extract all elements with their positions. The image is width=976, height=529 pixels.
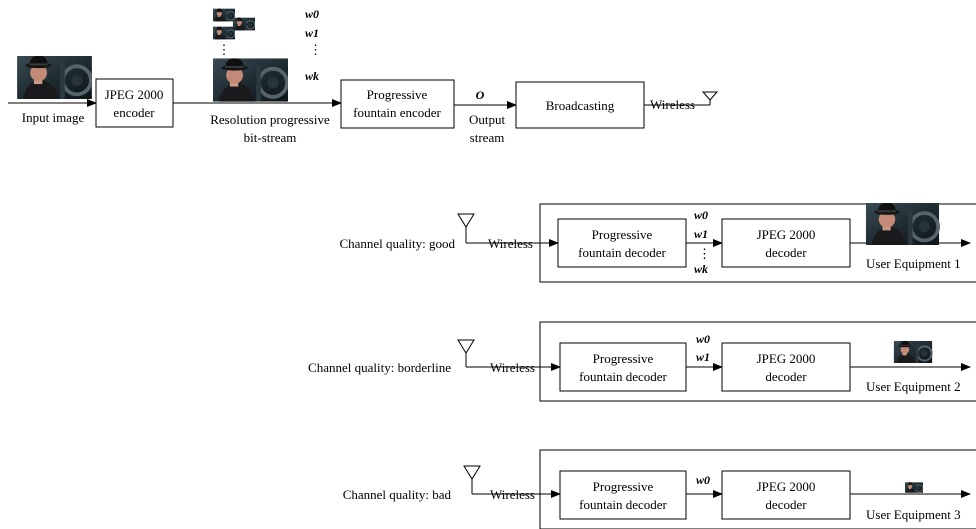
reconstructed-image-3 — [905, 482, 923, 493]
thumbnail-small-b — [233, 17, 255, 31]
fountain-decoder-box-3 — [559, 470, 687, 520]
wireless-label-2: Wireless — [490, 360, 535, 375]
broadcasting-box — [515, 81, 645, 129]
wireless-label-1: Wireless — [488, 236, 533, 251]
fountain-decoder-box-1 — [557, 218, 687, 268]
receiver-borderline: Channel quality: borderline Wireless Pro… — [308, 321, 976, 402]
jpeg2000-encoder-label-line1: JPEG 2000 — [105, 87, 164, 102]
bitstream-thumbnails: ⋮ — [213, 8, 288, 102]
fountain-encoder-box — [340, 79, 455, 129]
decoded-symbol-3-w0: w0 — [696, 473, 710, 487]
jpeg2000-decoder-label-3-line2: decoder — [765, 497, 807, 512]
channel-quality-label-bad: Channel quality: bad — [343, 487, 452, 502]
decoded-symbol-1-wk: wk — [694, 262, 708, 276]
symbol-w0: w0 — [305, 7, 319, 21]
fountain-decoder-box-2 — [559, 342, 687, 392]
decoded-symbol-1-w1: w1 — [694, 227, 708, 241]
encoder-symbols: w0 w1 ⋮ wk — [305, 7, 322, 83]
receiver-antenna-icon-2 — [457, 339, 475, 367]
fountain-decoder-label-3-line1: Progressive — [593, 479, 654, 494]
fountain-encoder-label-line1: Progressive — [367, 87, 428, 102]
wireless-label-3: Wireless — [490, 487, 535, 502]
bitstream-label-line2: bit-stream — [244, 130, 297, 145]
fountain-decoder-label-3-line2: fountain decoder — [579, 497, 667, 512]
user-equipment-label-3: User Equipment 3 — [866, 507, 961, 522]
thumbnail-ellipsis: ⋮ — [218, 42, 231, 57]
receiver-bad: Channel quality: bad Wireless Progressiv… — [343, 449, 976, 529]
thumbnail-small-c — [213, 25, 235, 41]
reconstructed-image-1 — [865, 203, 940, 245]
user-equipment-label-1: User Equipment 1 — [866, 256, 961, 271]
broadcast-antenna-icon — [701, 91, 719, 105]
decoded-symbol-1-ellipsis: ⋮ — [698, 246, 711, 261]
broadcast-wireless-label: Wireless — [650, 97, 695, 112]
fountain-decoder-label-2-line1: Progressive — [593, 351, 654, 366]
fountain-encoder-label-line2: fountain encoder — [353, 105, 441, 120]
symbol-ellipsis: ⋮ — [309, 42, 322, 57]
encoder-chain: Input image JPEG 2000 encoder ⋮ w0 w1 ⋮ … — [8, 7, 719, 145]
thumbnail-large — [213, 58, 288, 102]
reconstructed-image-2 — [892, 341, 934, 363]
fountain-decoder-label-2-line2: fountain decoder — [579, 369, 667, 384]
jpeg2000-decoder-label-1-line2: decoder — [765, 245, 807, 260]
input-image-thumbnail — [17, 56, 92, 99]
jpeg2000-encoder-label-line2: encoder — [113, 105, 155, 120]
channel-quality-label-good: Channel quality: good — [339, 236, 455, 251]
thumbnail-small-a — [213, 8, 235, 22]
broadcasting-label: Broadcasting — [546, 98, 615, 113]
jpeg2000-decoder-label-2-line1: JPEG 2000 — [757, 351, 816, 366]
jpeg2000-decoder-box-3 — [721, 470, 851, 520]
jpeg2000-decoder-label-2-line2: decoder — [765, 369, 807, 384]
bitstream-label-line1: Resolution progressive — [210, 112, 330, 127]
jpeg2000-decoder-label-3-line1: JPEG 2000 — [757, 479, 816, 494]
channel-quality-label-borderline: Channel quality: borderline — [308, 360, 451, 375]
jpeg2000-decoder-label-1-line1: JPEG 2000 — [757, 227, 816, 242]
output-stream-label-line2: stream — [470, 130, 505, 145]
receiver-antenna-icon-3 — [463, 465, 481, 494]
fountain-decoder-label-1-line1: Progressive — [592, 227, 653, 242]
decoded-symbol-1-w0: w0 — [694, 208, 708, 222]
fountain-decoder-label-1-line2: fountain decoder — [578, 245, 666, 260]
decoded-symbol-2-w1: w1 — [696, 350, 710, 364]
input-image-label: Input image — [22, 110, 85, 125]
receiver-good: Channel quality: good Wireless Progressi… — [339, 203, 976, 283]
user-equipment-label-2: User Equipment 2 — [866, 379, 961, 394]
output-symbol: O — [476, 88, 485, 102]
symbol-wk: wk — [305, 69, 319, 83]
receiver-antenna-icon-1 — [457, 213, 475, 243]
jpeg2000-decoder-box-1 — [721, 218, 851, 268]
decoded-symbol-2-w0: w0 — [696, 332, 710, 346]
symbol-w1: w1 — [305, 26, 319, 40]
output-stream-label-line1: Output — [469, 112, 506, 127]
